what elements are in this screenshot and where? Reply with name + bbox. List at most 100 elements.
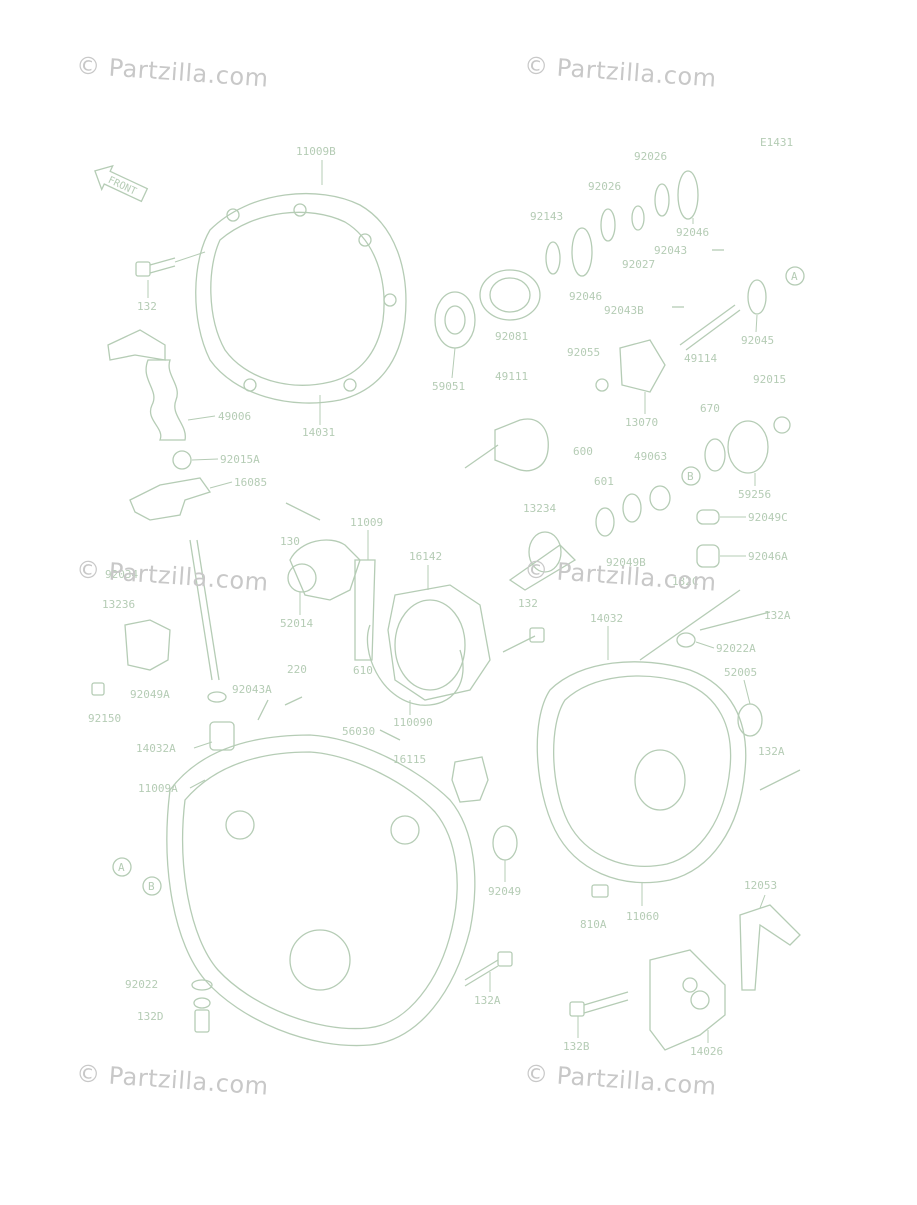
leader-line [743,679,751,705]
leader-line [189,779,206,789]
svg-text:B: B [687,470,694,483]
guard-14026 [649,949,726,1051]
part-label-14031[interactable]: 14031 [302,426,335,439]
part-label-92046b[interactable]: 92046 [569,290,602,303]
front-arrow: FRONT [94,164,149,203]
part-label-13236[interactable]: 13236 [102,598,135,611]
part-label-11060[interactable]: 11060 [626,910,659,923]
part-label-132d[interactable]: 132D [137,1010,164,1023]
part-label-92046[interactable]: 92046 [676,226,709,239]
part-label-13234[interactable]: 13234 [523,502,556,515]
part-label-52014[interactable]: 52014 [280,617,313,630]
part-label-220[interactable]: 220 [287,663,307,676]
part-label-14026[interactable]: 14026 [690,1045,723,1058]
part-label-132b[interactable]: 132 [518,597,538,610]
leader-line [695,641,715,649]
part-label-92081[interactable]: 92081 [495,330,528,343]
crankcase-half [166,721,476,1047]
part-label-132c[interactable]: 132C [672,575,699,588]
part-label-132a[interactable]: 132A [764,609,791,622]
part-label-130[interactable]: 130 [280,535,300,548]
part-labels: 11009B132490061403192015A160859202692026… [88,145,791,1058]
part-label-92034[interactable]: 92034 [105,568,138,581]
kick-lever [107,329,186,441]
part-label-92027[interactable]: 92027 [622,258,655,271]
ref-marker-b-mid: B [681,466,701,486]
part-label-12053[interactable]: 12053 [744,879,777,892]
part-label-11009b[interactable]: 11009B [296,145,336,158]
leader-line [191,458,219,461]
bolt-132b [569,991,629,1017]
leader-line [187,415,216,421]
bolt-132 [135,251,206,277]
clutch-cover [195,192,407,404]
part-label-92049c[interactable]: 92049C [748,511,788,524]
part-label-11009a[interactable]: 11009A [138,782,178,795]
part-label-132[interactable]: 132 [137,300,157,313]
part-label-92045[interactable]: 92045 [741,334,774,347]
leader-line [193,741,213,749]
part-label-610[interactable]: 610 [353,664,373,677]
leader-line [755,314,758,333]
part-label-810a[interactable]: 810A [580,918,607,931]
part-label-601[interactable]: 601 [594,475,614,488]
part-label-92049a[interactable]: 92049A [130,688,170,701]
part-label-92022a[interactable]: 92022A [716,642,756,655]
part-label-92143[interactable]: 92143 [530,210,563,223]
part-label-92043b[interactable]: 92043B [604,304,644,317]
bolt-132d [191,979,213,1033]
part-label-11009[interactable]: 11009 [350,516,383,529]
part-label-16085[interactable]: 16085 [234,476,267,489]
shift-shaft [91,539,303,721]
water-pump-cover [285,502,545,706]
part-label-92046a[interactable]: 92046A [748,550,788,563]
part-label-92026b[interactable]: 92026 [588,180,621,193]
seal-92049 [492,825,518,861]
part-label-92043a[interactable]: 92043A [232,683,272,696]
part-label-92150[interactable]: 92150 [88,712,121,725]
part-label-92049b[interactable]: 92049B [606,556,646,569]
part-label-92043[interactable]: 92043 [654,244,687,257]
part-label-14032[interactable]: 14032 [590,612,623,625]
leader-line [759,894,766,909]
part-label-600[interactable]: 600 [573,445,593,458]
part-label-92055[interactable]: 92055 [567,346,600,359]
part-label-16115[interactable]: 16115 [393,753,426,766]
nut-92015a [172,450,192,470]
svg-text:B: B [148,880,155,893]
part-label-49006[interactable]: 49006 [218,410,251,423]
part-label-14032a[interactable]: 14032A [136,742,176,755]
part-label-132ac[interactable]: 132A [474,994,501,1007]
part-label-56030[interactable]: 56030 [342,725,375,738]
part-label-92022[interactable]: 92022 [125,978,158,991]
part-label-16142[interactable]: 16142 [409,550,442,563]
gear-assembly [434,170,767,351]
bolt-132a-lower [464,951,513,987]
part-label-92015a[interactable]: 92015A [220,453,260,466]
part-label-49114[interactable]: 49114 [684,352,717,365]
part-label-49063[interactable]: 49063 [634,450,667,463]
part-label-92049[interactable]: 92049 [488,885,521,898]
part-label-670[interactable]: 670 [700,402,720,415]
oil-plug [451,756,489,803]
part-label-132ab[interactable]: 132A [758,745,785,758]
part-label-13070[interactable]: 13070 [625,416,658,429]
diagram-code: E1431 [760,136,793,149]
part-label-52005[interactable]: 52005 [724,666,757,679]
front-label: FRONT [106,175,138,198]
part-label-92015[interactable]: 92015 [753,373,786,386]
part-label-49111[interactable]: 49111 [495,370,528,383]
ratchet-16085 [129,477,212,521]
right-cover [536,589,801,898]
ref-marker-a-left: A [112,857,132,877]
part-label-59256[interactable]: 59256 [738,488,771,501]
part-label-59051[interactable]: 59051 [432,380,465,393]
leader-line [209,481,233,489]
part-label-92026[interactable]: 92026 [634,150,667,163]
part-label-110090[interactable]: 110090 [393,716,433,729]
part-label-132b[interactable]: 132B [563,1040,590,1053]
svg-text:A: A [791,270,798,283]
ref-marker-b-left: B [142,876,162,896]
